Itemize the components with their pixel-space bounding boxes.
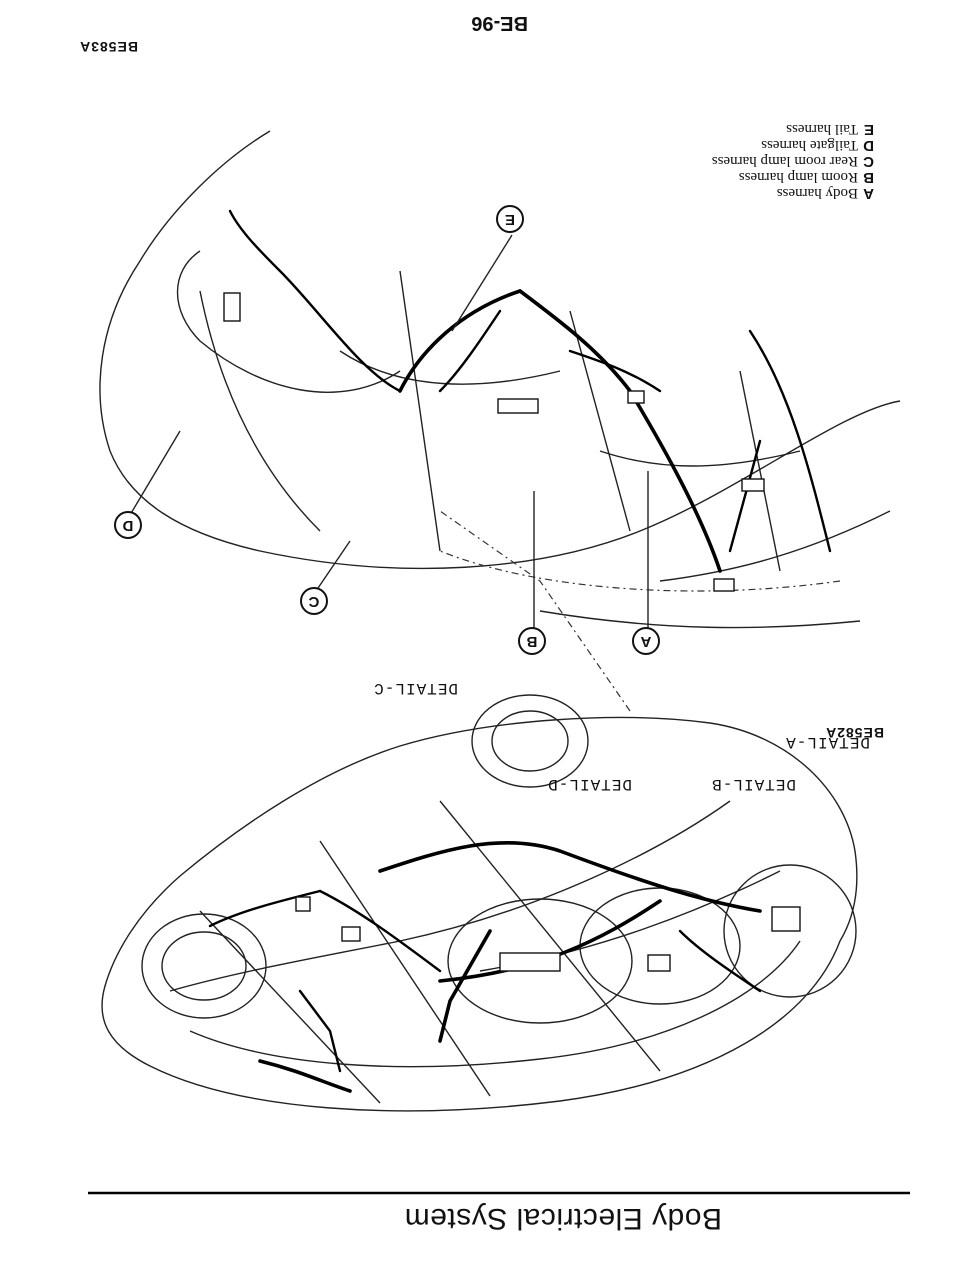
legend-label-a: Body harness — [776, 185, 858, 201]
legend-key-d: D — [863, 137, 874, 154]
callout-b: B — [518, 627, 546, 655]
legend-key-c: C — [863, 153, 874, 170]
legend-label-c: Rear room lamp harness — [711, 153, 858, 169]
figure-code-interior: BE583A — [79, 39, 138, 55]
legend-item-d: D Tailgate harness — [712, 137, 874, 154]
legend-item-b: B Room lamp harness — [712, 169, 874, 186]
legend-label-e: Tail harness — [786, 121, 858, 137]
legend-label-d: Tailgate harness — [761, 137, 858, 153]
legend-key-a: A — [863, 185, 874, 202]
page-number: BE-96 — [471, 12, 528, 34]
legend-key-b: B — [863, 169, 874, 186]
callout-a: A — [632, 627, 660, 655]
harness-legend: A Body harness B Room lamp harness C Rear r… — [711, 121, 874, 202]
callout-e: E — [496, 205, 524, 233]
callout-d: D — [114, 511, 142, 539]
callout-c: C — [300, 587, 328, 615]
legend-item-e: E Tail harness — [712, 121, 874, 138]
legend-label-b: Room lamp harness — [738, 169, 858, 185]
legend-item-c: C Rear room lamp harness — [711, 153, 874, 170]
legend-key-e: E — [863, 121, 874, 138]
legend-item-a: A Body harness — [712, 185, 874, 202]
